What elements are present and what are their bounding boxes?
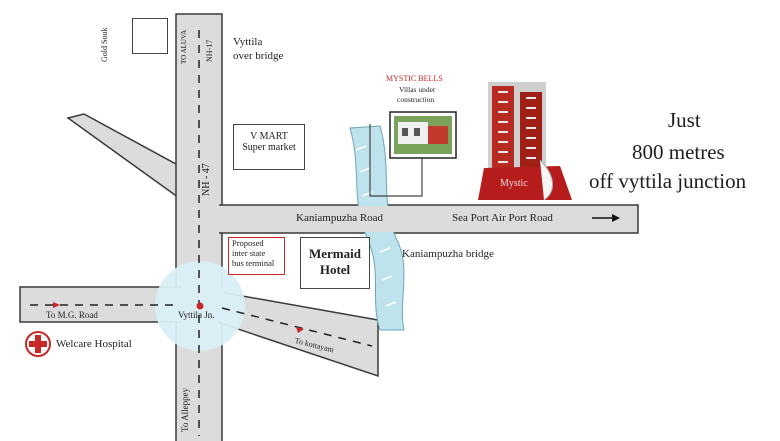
bus-terminal-line2: inter state bbox=[232, 248, 266, 258]
to-aluva-label: TO ALUVA bbox=[180, 29, 188, 64]
building-sign-text: Mystic bbox=[500, 178, 528, 189]
bus-terminal-box: Proposed inter state bus terminal bbox=[228, 237, 285, 275]
distance-text: 800 metres bbox=[632, 140, 725, 164]
nh47-label: NH - 47 bbox=[201, 163, 212, 196]
gold-souk-box bbox=[132, 18, 168, 54]
vmart-box: V MART Super market bbox=[233, 124, 305, 170]
mystic-bells-photo bbox=[389, 111, 457, 159]
kaniampuzha-road bbox=[219, 204, 639, 234]
bus-terminal-line1: Proposed bbox=[232, 238, 264, 248]
mystic-bells-subtitle-1: Villas under bbox=[399, 85, 436, 94]
just-text: Just bbox=[668, 108, 701, 132]
vmart-name: V MART bbox=[250, 131, 288, 142]
kaniampuzha-road-label: Kaniampuzha Road bbox=[296, 212, 384, 224]
vyttila-over-bridge-line2: over bridge bbox=[233, 50, 284, 62]
gold-souk-label: Gold Souk bbox=[100, 27, 109, 62]
to-mg-road-label: To M.G. Road bbox=[46, 310, 98, 320]
hospital-cross-icon bbox=[25, 331, 51, 357]
vmart-subtitle: Super market bbox=[242, 142, 296, 153]
seaport-road-label: Sea Port Air Port Road bbox=[452, 212, 553, 224]
welcare-hospital-label: Welcare Hospital bbox=[56, 338, 132, 350]
vyttila-over-bridge-line1: Vyttila bbox=[233, 36, 263, 48]
nh17-label: NH-17 bbox=[205, 39, 214, 62]
mermaid-hotel-line1: Mermaid bbox=[309, 246, 361, 261]
mystic-tower-building bbox=[478, 82, 572, 201]
mermaid-hotel-box: Mermaid Hotel bbox=[300, 237, 370, 289]
mystic-bells-title: MYSTIC BELLS bbox=[386, 74, 443, 83]
to-alleppey-label: To Alleppey bbox=[180, 387, 190, 432]
off-junction-text: off vyttila junction bbox=[589, 169, 747, 193]
vyttila-jn-label: Vyttila Jn. bbox=[178, 310, 215, 320]
kaniampuzha-bridge-label: Kaniampuzha bridge bbox=[402, 248, 494, 260]
bus-terminal-line3: bus terminal bbox=[232, 258, 275, 268]
mystic-bells-subtitle-2: construction bbox=[397, 95, 435, 104]
mermaid-hotel-line2: Hotel bbox=[319, 262, 351, 277]
